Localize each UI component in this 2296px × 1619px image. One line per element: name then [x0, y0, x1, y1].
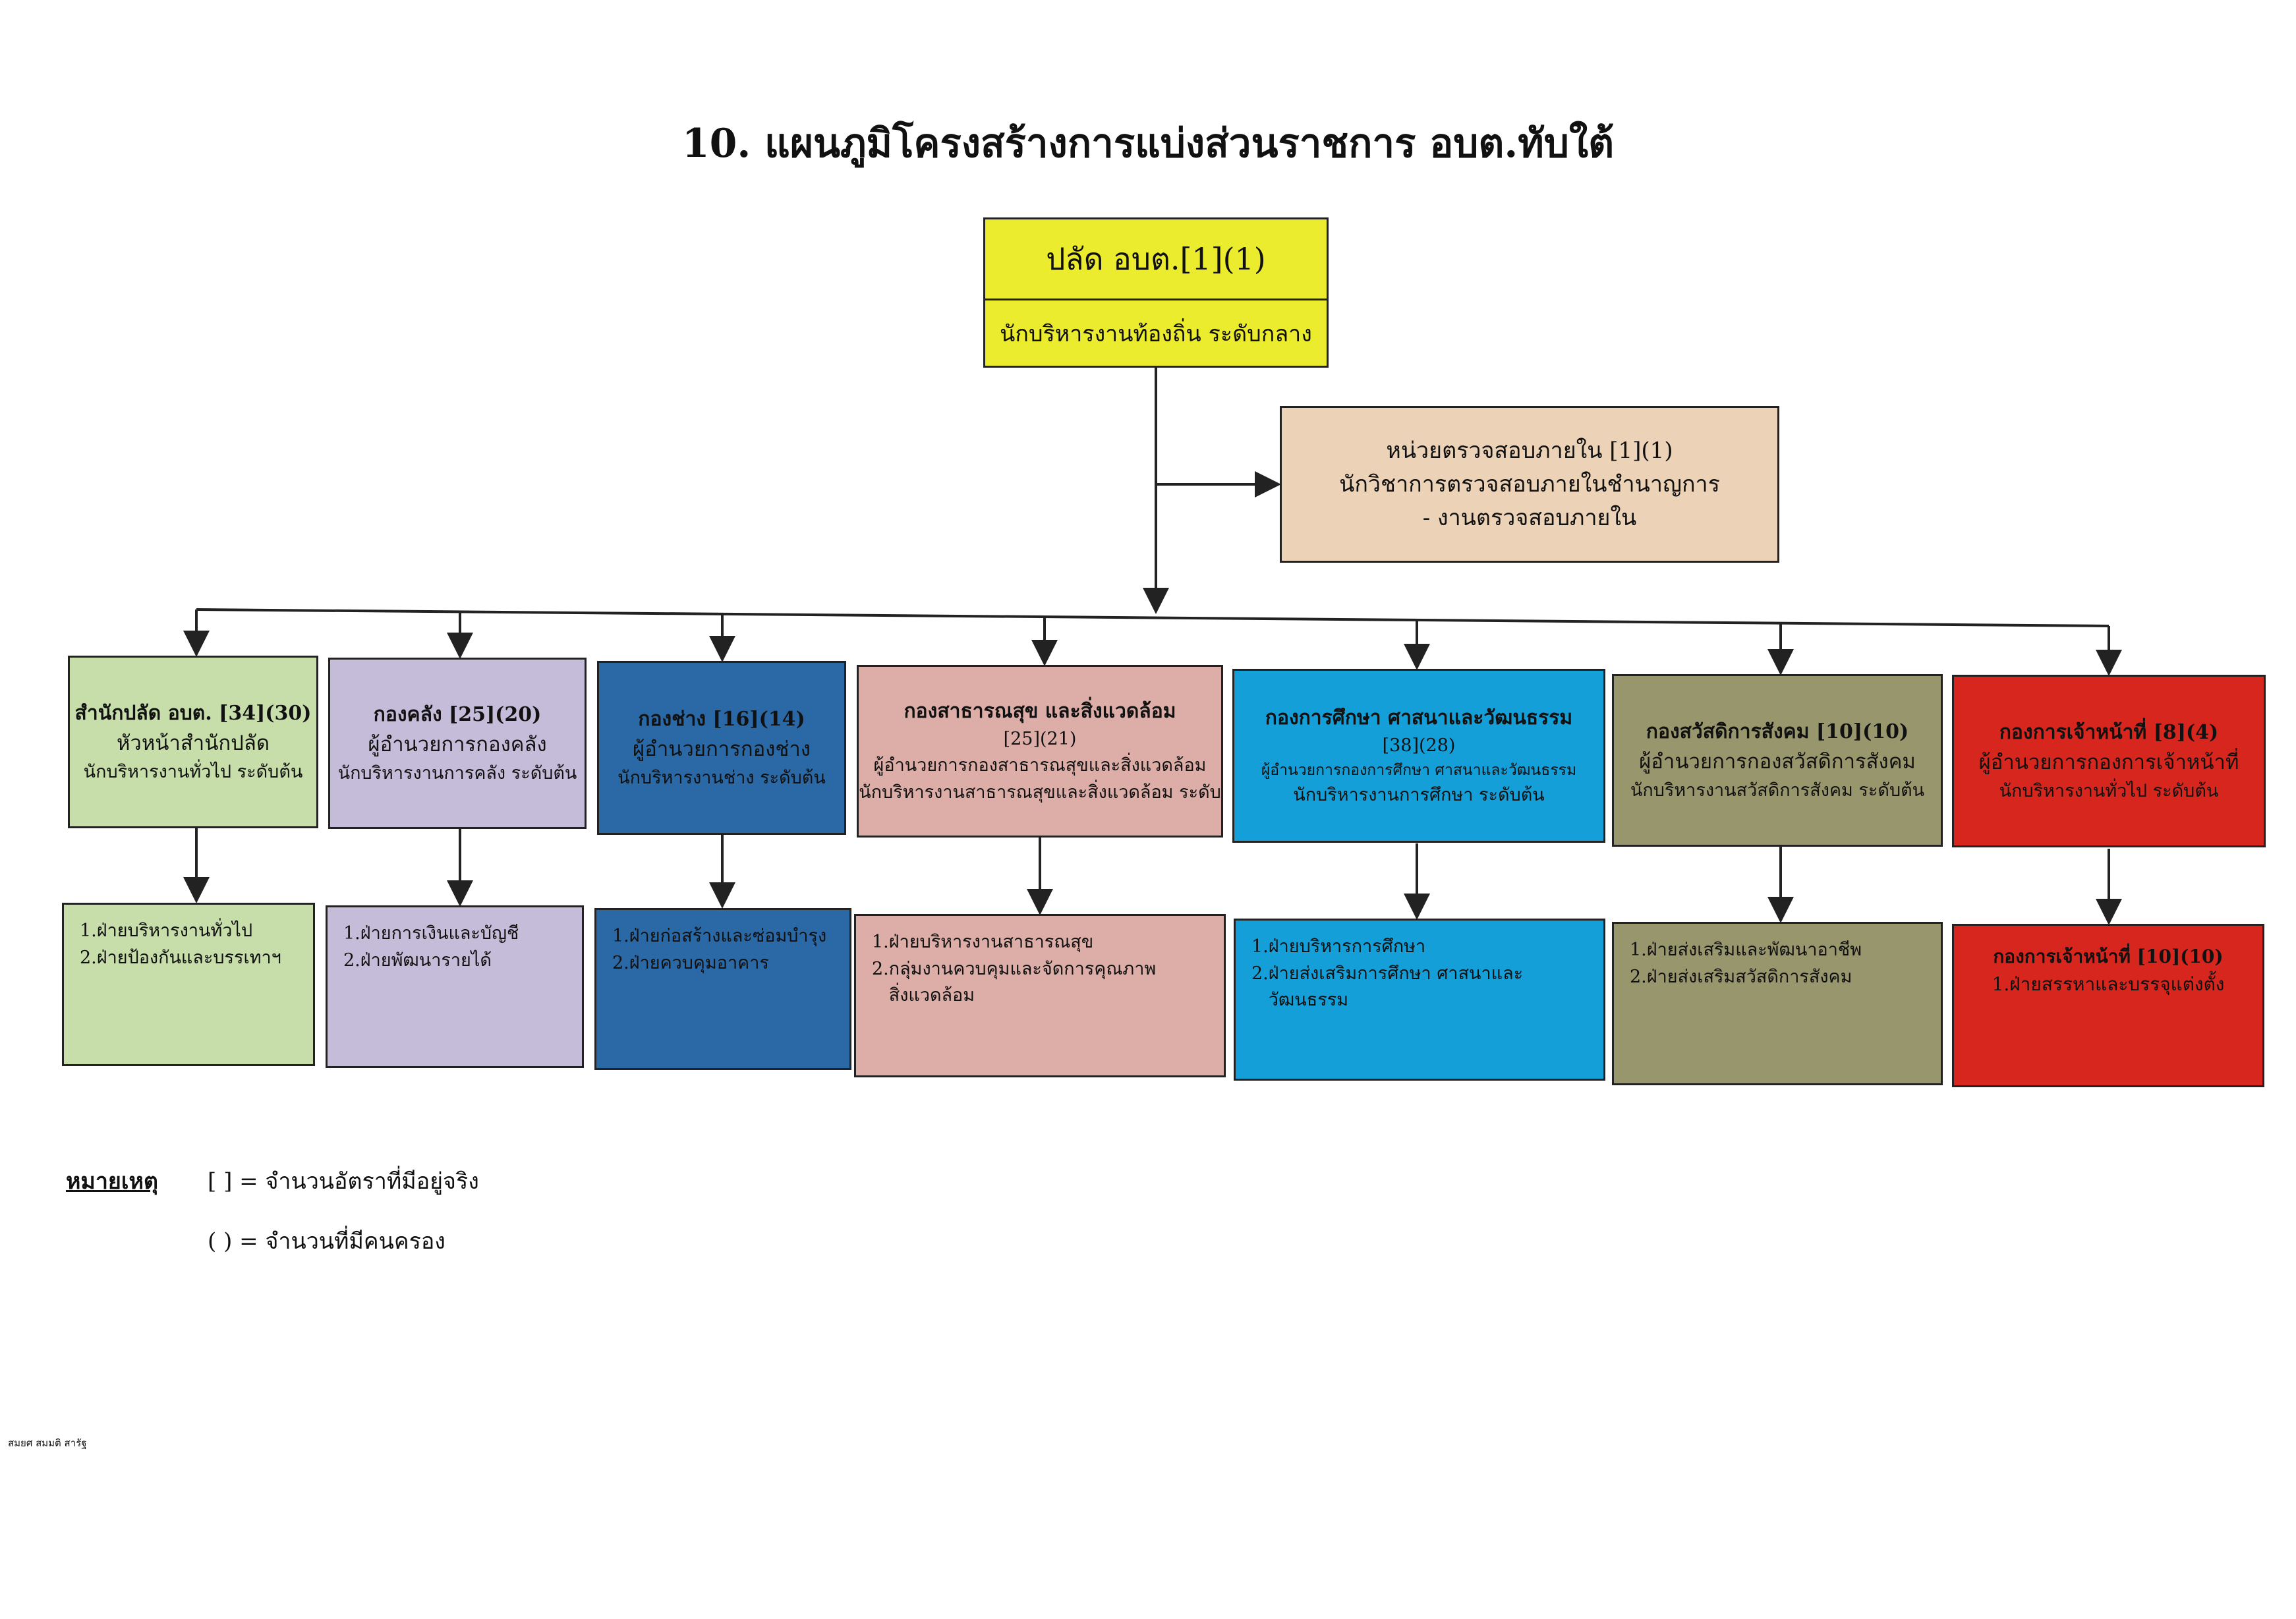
subunit-line: 2.ฝ่ายควบคุมอาคาร	[612, 952, 769, 973]
subunit-education: 1.ฝ่ายบริหารการศึกษา 2.ฝ่ายส่งเสริมการศึ…	[1234, 919, 1605, 1081]
dept-title: กองสวัสดิการสังคม [10](10)	[1646, 720, 1909, 743]
subunit-line: 2.ฝ่ายพัฒนารายได้	[343, 950, 492, 971]
subunit-social-welfare: 1.ฝ่ายส่งเสริมและพัฒนาอาชีพ 2.ฝ่ายส่งเสร…	[1612, 922, 1943, 1085]
dept-count: [25](21)	[1003, 728, 1077, 749]
dept-engineering: กองช่าง [16](14) ผู้อำนวยการกองช่าง นักบ…	[597, 661, 846, 835]
subunit-office-of-chief: 1.ฝ่ายบริหารงานทั่วไป 2.ฝ่ายป้องกันและบร…	[62, 903, 315, 1066]
dept-head: ผู้อำนวยการกองสาธารณสุขและสิ่งแวดล้อม	[873, 755, 1207, 776]
dept-office-of-chief: สำนักปลัด อบต. [34](30) หัวหน้าสำนักปลัด…	[68, 656, 318, 828]
dept-head: ผู้อำนวยการกองการศึกษา ศาสนาและวัฒนธรรม	[1261, 762, 1577, 780]
audit-line: หน่วยตรวจสอบภายใน [1](1)	[1386, 437, 1673, 464]
internal-audit-box: หน่วยตรวจสอบภายใน [1](1) นักวิชาการตรวจส…	[1280, 406, 1779, 563]
dept-title: สำนักปลัด อบต. [34](30)	[74, 702, 312, 725]
root-position: นักบริหารงานท้องถิ่น ระดับกลาง	[1000, 320, 1312, 347]
dept-title: กองการศึกษา ศาสนาและวัฒนธรรม	[1265, 706, 1573, 729]
subunit-title: กองการเจ้าหน้าที่ [10](10)	[1993, 946, 2224, 967]
dept-social-welfare: กองสวัสดิการสังคม [10](10) ผู้อำนวยการกอ…	[1612, 674, 1943, 847]
dept-public-health: กองสาธารณสุข และสิ่งแวดล้อม [25](21) ผู้…	[857, 665, 1223, 838]
dept-education: กองการศึกษา ศาสนาและวัฒนธรรม [38](28) ผู…	[1232, 669, 1605, 843]
chart-title: 10. แผนภูมิโครงสร้างการแบ่งส่วนราชการ อบ…	[681, 121, 1615, 167]
legend-item-parentheses: ( ) = จำนวนที่มีคนครอง	[208, 1228, 445, 1255]
subunit-line: 1.ฝ่ายบริหารการศึกษา	[1251, 936, 1426, 957]
subunit-line: สิ่งแวดล้อม	[872, 985, 975, 1006]
subunit-line: วัฒนธรรม	[1251, 990, 1349, 1010]
dept-head: ผู้อำนวยการกองการเจ้าหน้าที่	[1978, 751, 2239, 774]
dept-title: กองคลัง [25](20)	[373, 703, 542, 726]
subunit-finance: 1.ฝ่ายการเงินและบัญชี 2.ฝ่ายพัฒนารายได้	[326, 905, 584, 1068]
legend-label: หมายเหตุ	[66, 1168, 158, 1195]
dept-title: กองการเจ้าหน้าที่ [8](4)	[1999, 721, 2219, 744]
subunit-line: 1.ฝ่ายการเงินและบัญชี	[343, 923, 519, 944]
dept-head: ผู้อำนวยการกองช่าง	[633, 737, 811, 761]
subunit-line: 1.ฝ่ายสรรหาและบรรจุแต่งตั้ง	[1992, 973, 2225, 995]
dept-position: นักบริหารงานการศึกษา ระดับต้น	[1293, 784, 1545, 805]
subunit-line: 2.ฝ่ายส่งเสริมสวัสดิการสังคม	[1630, 966, 1852, 987]
subunit-line: 1.ฝ่ายบริหารงานทั่วไป	[80, 921, 253, 941]
dept-personnel: กองการเจ้าหน้าที่ [8](4) ผู้อำนวยการกองก…	[1952, 675, 2266, 847]
dept-position: นักบริหารงานสวัสดิการสังคม ระดับต้น	[1630, 780, 1925, 801]
dept-head: หัวหน้าสำนักปลัด	[117, 731, 270, 755]
dept-finance: กองคลัง [25](20) ผู้อำนวยการกองคลัง นักบ…	[328, 658, 587, 829]
subunit-line: 1.ฝ่ายบริหารงานสาธารณสุข	[872, 932, 1094, 952]
subunit-engineering: 1.ฝ่ายก่อสร้างและซ่อมบำรุง 2.ฝ่ายควบคุมอ…	[594, 908, 851, 1070]
subunit-line: 2.ฝ่ายป้องกันและบรรเทาฯ	[80, 947, 281, 968]
audit-line: นักวิชาการตรวจสอบภายในชำนาญการ	[1339, 470, 1720, 497]
subunit-line: 2.กลุ่มงานควบคุมและจัดการคุณภาพ	[872, 958, 1157, 979]
subunit-line: 1.ฝ่ายส่งเสริมและพัฒนาอาชีพ	[1630, 940, 1862, 960]
audit-line: - งานตรวจสอบภายใน	[1422, 504, 1637, 531]
root-head: ปลัด อบต.[1](1)	[985, 219, 1327, 300]
subunit-public-health: 1.ฝ่ายบริหารงานสาธารณสุข 2.กลุ่มงานควบคุ…	[854, 914, 1226, 1077]
dept-position: นักบริหารงานการคลัง ระดับต้น	[337, 762, 577, 783]
dept-head: ผู้อำนวยการกองคลัง	[368, 733, 547, 756]
dept-title: กองช่าง [16](14)	[638, 708, 805, 731]
subunit-line: 2.ฝ่ายส่งเสริมการศึกษา ศาสนาและ	[1251, 963, 1524, 984]
dept-head: ผู้อำนวยการกองสวัสดิการสังคม	[1639, 750, 1916, 774]
subunit-line: 1.ฝ่ายก่อสร้างและซ่อมบำรุง	[612, 926, 827, 946]
legend-item-brackets: [ ] = จำนวนอัตราที่มีอยู่จริง	[208, 1168, 479, 1195]
dept-position: นักบริหารงานสาธารณสุขและสิ่งแวดล้อม ระดั…	[859, 781, 1221, 803]
dept-position: นักบริหารงานทั่วไป ระดับต้น	[83, 761, 303, 782]
signature-note: สมยศ สมมติ สารัฐ	[8, 1437, 87, 1449]
subunit-personnel: กองการเจ้าหน้าที่ [10](10) 1.ฝ่ายสรรหาแล…	[1952, 924, 2264, 1087]
dept-count: [38](28)	[1382, 735, 1456, 756]
dept-position: นักบริหารงานทั่วไป ระดับต้น	[1999, 780, 2219, 801]
dept-title: กองสาธารณสุข และสิ่งแวดล้อม	[904, 699, 1176, 723]
dept-position: นักบริหารงานช่าง ระดับต้น	[617, 767, 826, 788]
root-box-chief-administrator: ปลัด อบต.[1](1) นักบริหารงานท้องถิ่น ระด…	[983, 217, 1329, 368]
